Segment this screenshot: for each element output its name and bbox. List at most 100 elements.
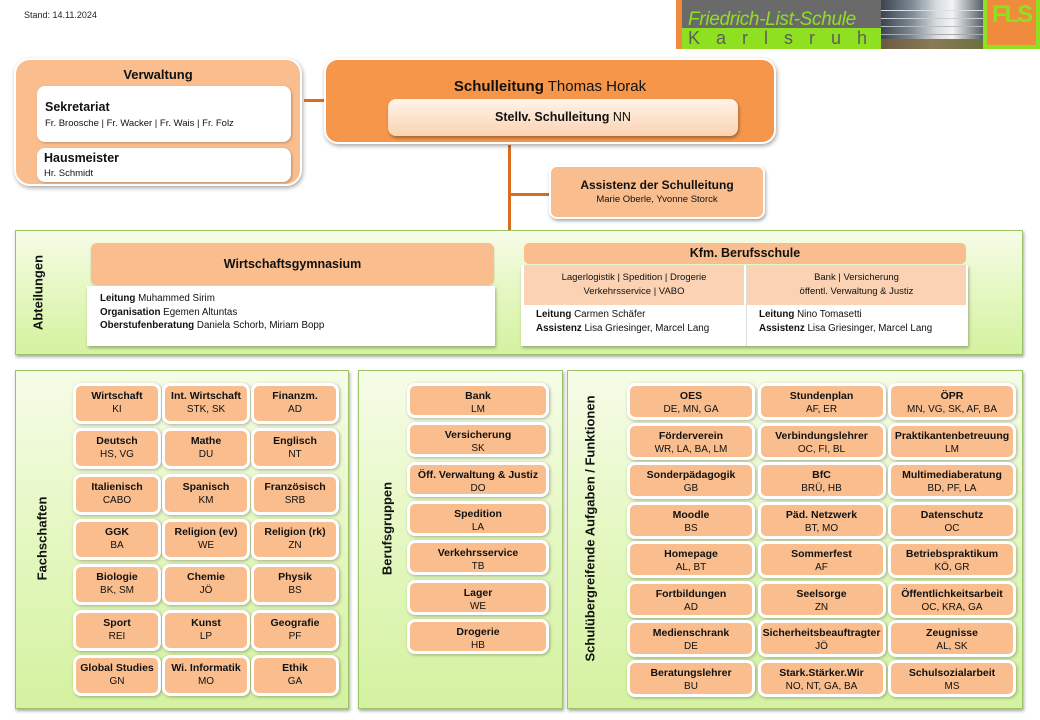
fachschaft-tile-title: Sport — [103, 616, 131, 629]
aufgabe-tile-title: Homepage — [664, 548, 718, 560]
aufgabe-tile-people: OC, KRA, GA — [921, 601, 983, 613]
fachschaft-tile-people: HS, VG — [100, 449, 134, 461]
fachschaft-tile-people: PF — [288, 630, 302, 642]
kfm-person: Lisa Griesinger, Marcel Lang — [584, 322, 710, 334]
aufgabe-tile-title: OES — [679, 390, 703, 402]
wg-role: Organisation — [100, 306, 161, 318]
logo-city: Karlsruhe — [688, 28, 910, 48]
fachschaft-tile-people: BS — [288, 585, 302, 597]
wg-role: Oberstufenberatung — [100, 320, 195, 331]
fachschaft-tile-title: Physik — [278, 571, 312, 584]
aufgabe-tile-title: Fortbildungen — [655, 587, 727, 600]
kfm-person: Nino Tomasetti — [797, 309, 862, 320]
wg-row: Oberstufenberatung Daniela Schorb, Miria… — [100, 319, 495, 333]
berufsgruppe-tile-people: SK — [471, 443, 485, 455]
aufgabe-tile-title: Seelsorge — [796, 587, 847, 600]
kfm-right-column: Bank | Versicherung öffentl. Verwaltung … — [746, 265, 966, 346]
kfm-right-info: Leitung Nino Tomasetti Assistenz Lisa Gr… — [747, 305, 966, 335]
aufgabe-tile-title: Sommerfest — [791, 548, 852, 560]
schulleitung-title: Schulleitung Thomas Horak — [326, 78, 774, 95]
schuluebergreifend-panel: Schulübergreifende Aufgaben / Funktionen… — [567, 370, 1023, 709]
aufgabe-tile-title: Betriebspraktikum — [905, 548, 999, 560]
fachschaft-tile-title: GGK — [105, 525, 129, 538]
kfm-berufsschule-header: Kfm. Berufsschule — [524, 243, 966, 264]
aufgabe-tile-people: WR, LA, BA, LM — [654, 443, 728, 455]
school-building-image — [881, 0, 983, 49]
fachschaft-tile-people: GN — [109, 675, 125, 687]
aufgabe-tile-people: LM — [945, 443, 959, 455]
fachschaft-tile-title: Biologie — [96, 571, 138, 584]
aufgabe-tile-title: Verbindungslehrer — [775, 429, 868, 442]
aufgabe-tile-title: Sonderpädagogik — [646, 469, 736, 481]
stellv-name: NN — [612, 110, 631, 124]
aufgabe-tile-title: Förderverein — [658, 429, 724, 442]
berufsgruppe-tile-people: LM — [471, 404, 485, 415]
aufgabe-tile-people: AL, BT — [675, 562, 707, 573]
connector-vertical — [508, 145, 511, 233]
aufgabe-tile-people: OC, FI, BL — [797, 443, 846, 455]
schulleitung-role: Schulleitung — [453, 78, 544, 95]
hausmeister-card: Hausmeister Hr. Schmidt — [37, 148, 291, 182]
fachschaft-tile-people: ZN — [288, 539, 302, 551]
stellv-role: Stellv. Schulleitung — [495, 110, 610, 124]
connector-assistenz — [510, 193, 550, 196]
fachschaft-tile-title: Kunst — [191, 616, 221, 629]
stand-date: Stand: 14.11.2024 — [24, 10, 97, 20]
kfm-role: Leitung — [759, 309, 795, 320]
kfm-role: Assistenz — [759, 322, 805, 334]
assistenz-box: Assistenz der Schulleitung Marie Oberle,… — [549, 165, 765, 219]
berufsgruppe-tile-title: Spedition — [454, 507, 502, 520]
aufgabe-tile-people: MS — [944, 680, 960, 692]
sekretariat-people: Fr. Broosche | Fr. Wacker | Fr. Wais | F… — [45, 118, 234, 129]
fachschaft-tile-title: Wi. Informatik — [171, 661, 241, 674]
kfm-right-line2: öffentl. Verwaltung & Justiz — [799, 285, 914, 297]
fachschaft-tile-people: KM — [198, 494, 214, 506]
kfm-person: Lisa Griesinger, Marcel Lang — [807, 322, 933, 334]
aufgabe-tile-title: Stundenplan — [789, 390, 854, 402]
kfm-row: Assistenz Lisa Griesinger, Marcel Lang — [759, 322, 966, 336]
fachschaft-tile-title: Französisch — [264, 480, 326, 493]
fachschaft-tile-people: DU — [198, 449, 214, 461]
aufgabe-tile-people: AD — [684, 601, 698, 613]
berufsgruppe-tile-people: LA — [471, 521, 485, 533]
kfm-left-line2: Verkehrsservice | VABO — [583, 285, 685, 297]
aufgabe-tile-title: Stark.Stärker.Wir — [779, 666, 864, 679]
berufsgruppe-tile-people: TB — [471, 561, 485, 573]
schulleitung-box: Schulleitung Thomas Horak Stellv. Schull… — [324, 58, 776, 144]
fachschaft-tile-title: Englisch — [273, 435, 317, 448]
fachschaft-tile-title: Italienisch — [91, 480, 143, 493]
verwaltung-box: Verwaltung Sekretariat Fr. Broosche | Fr… — [14, 58, 302, 186]
aufgabe-tile-title: Schulsozialarbeit — [908, 666, 996, 679]
kfm-right-subheader: Bank | Versicherung öffentl. Verwaltung … — [747, 265, 966, 305]
fachschaft-tile-title: Int. Wirtschaft — [171, 390, 241, 402]
verwaltung-title: Verwaltung — [123, 67, 193, 82]
kfm-right-line1: Bank | Versicherung — [814, 272, 899, 283]
aufgabe-tile-people: MN, VG, SK, AF, BA — [906, 404, 998, 415]
fachschaft-tile-people: STK, SK — [186, 404, 226, 415]
fachschaft-tile: Religion (rk)ZN — [251, 518, 339, 560]
